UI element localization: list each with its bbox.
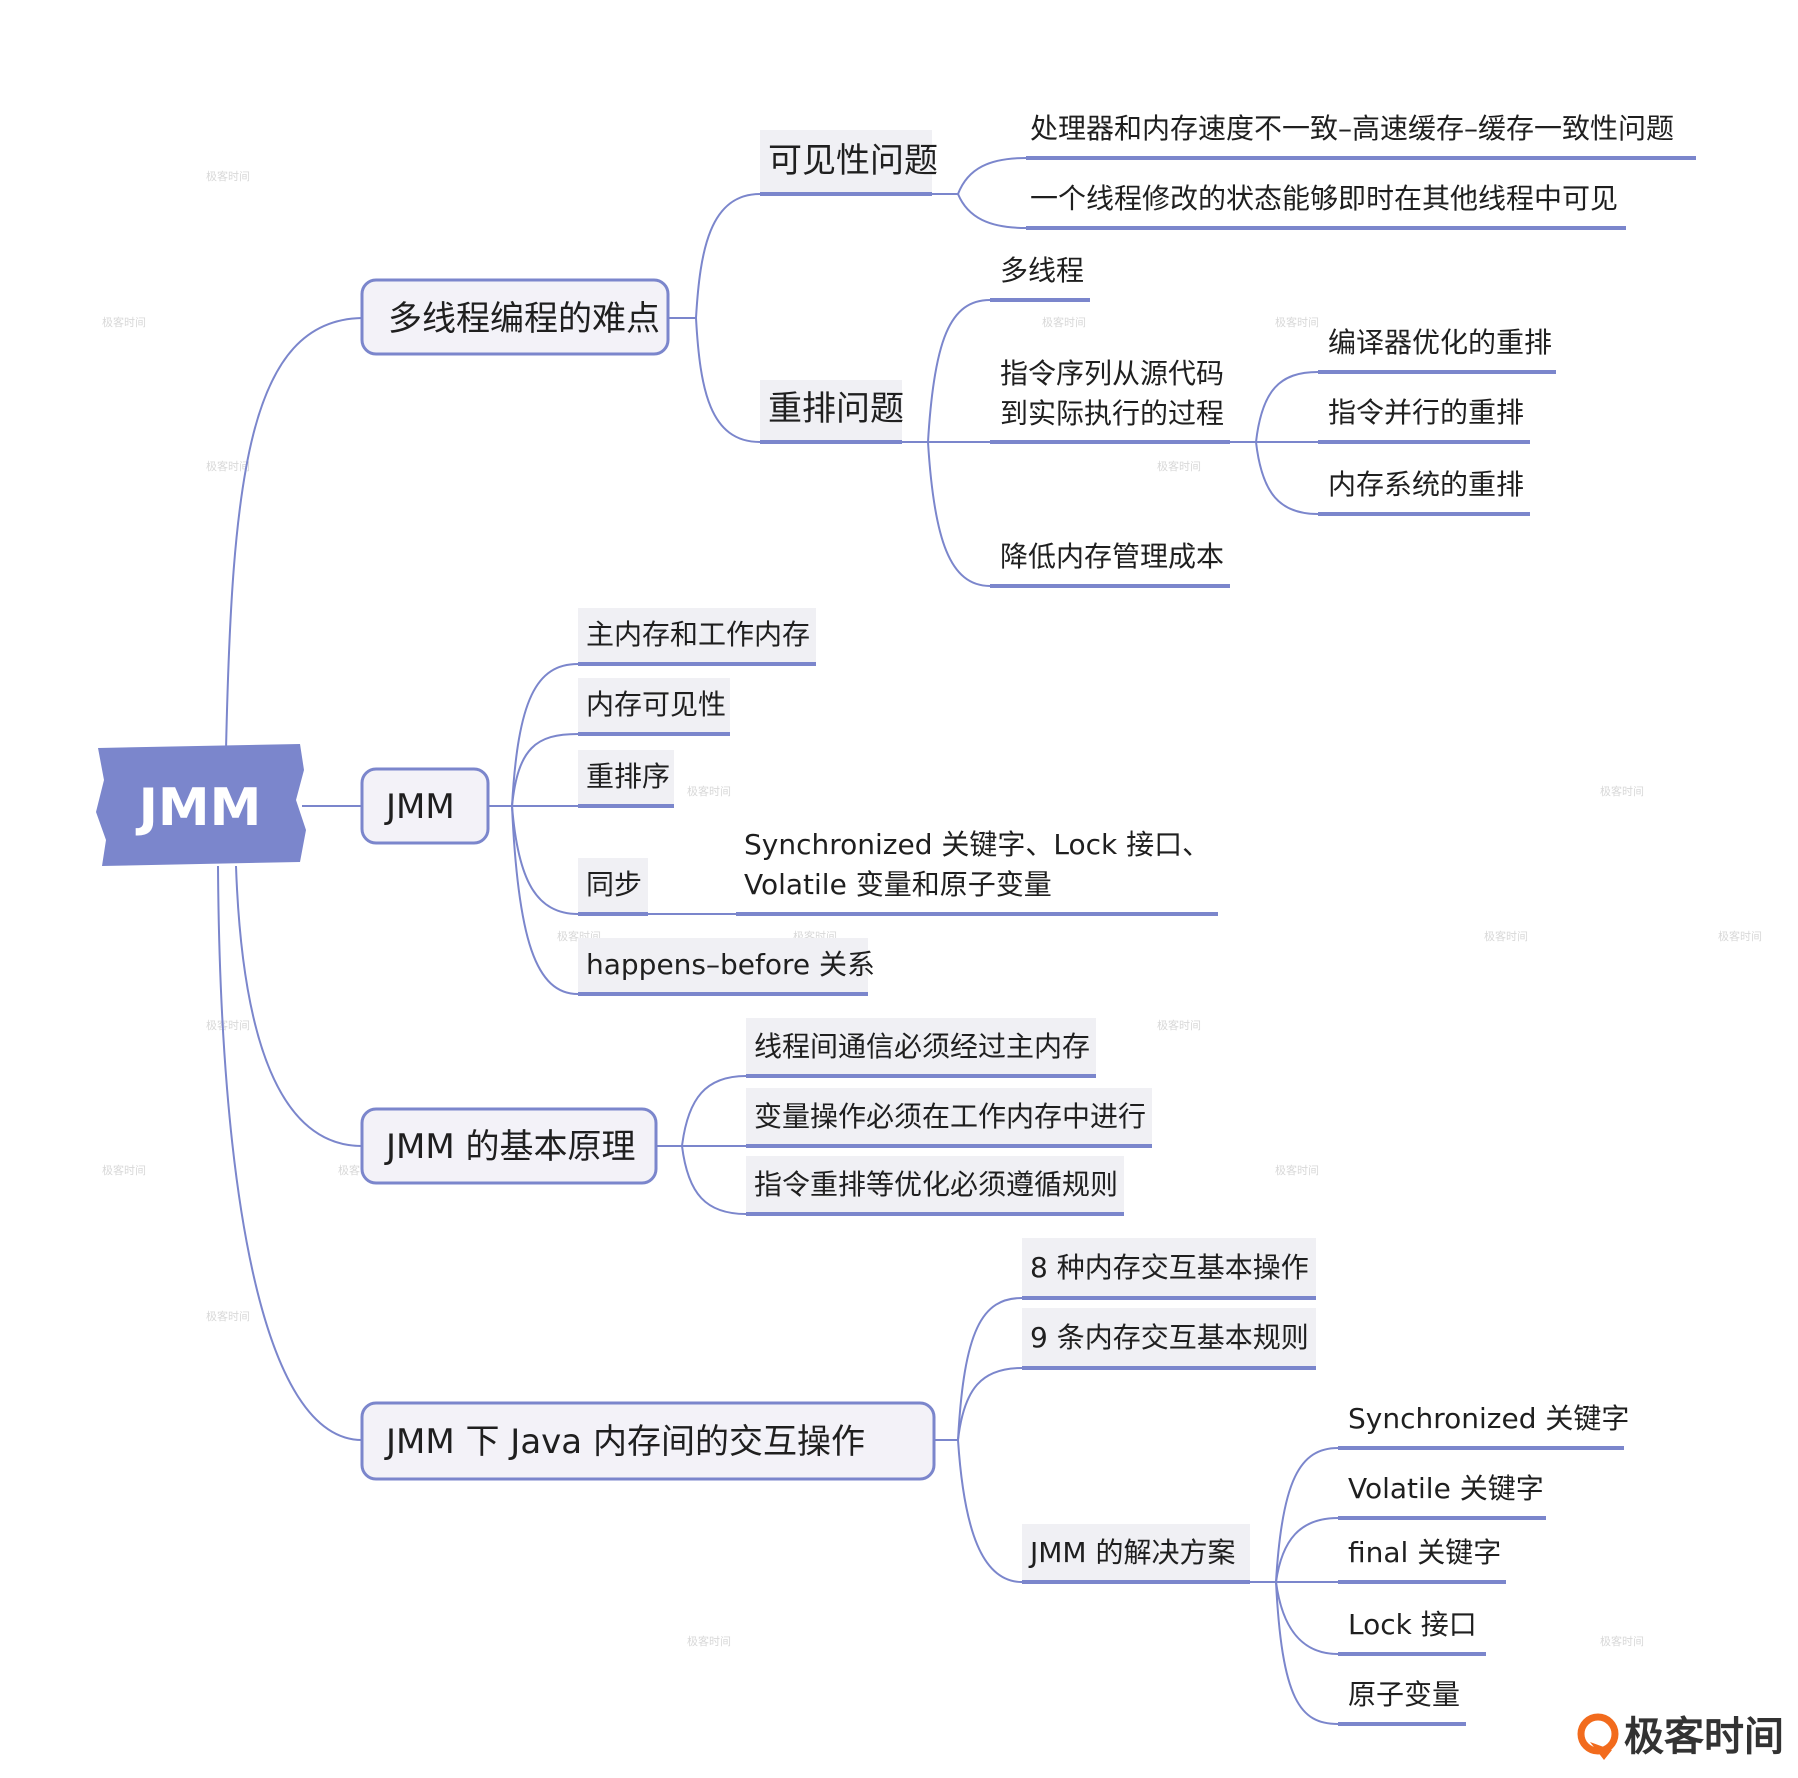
leaf-lock-interface: Lock 接口 bbox=[1338, 1608, 1486, 1656]
watermark-text: 极客时间 bbox=[1157, 459, 1201, 473]
leaf-memory-visibility: 内存可见性 bbox=[578, 678, 730, 736]
leaf-eight-operations: 8 种内存交互基本操作 bbox=[1022, 1238, 1316, 1300]
leaf-principle-reorder-rules-label: 指令重排等优化必须遵循规则 bbox=[754, 1168, 1118, 1201]
leaf-parallel-reorder-label: 指令并行的重排 bbox=[1328, 396, 1524, 429]
leaf-compiler-reorder: 编译器优化的重排 bbox=[1318, 326, 1556, 374]
node-reorder-issue-label: 重排问题 bbox=[768, 389, 904, 429]
branch-jmm-label: JMM bbox=[384, 787, 455, 827]
leaf-memory-visibility-label: 内存可见性 bbox=[586, 688, 726, 721]
brand-logo: 极客时间 bbox=[1577, 1713, 1784, 1760]
leaf-lower-memory-cost-label: 降低内存管理成本 bbox=[1000, 540, 1224, 573]
branch-java-memory-interaction-label: JMM 下 Java 内存间的交互操作 bbox=[384, 1422, 865, 1462]
branch-multithread-difficulty[interactable]: 多线程编程的难点 bbox=[360, 278, 670, 356]
watermark-text: 极客时间 bbox=[206, 1018, 250, 1032]
brand-logo-icon bbox=[1577, 1713, 1619, 1760]
leaf-reordering-label: 重排序 bbox=[586, 760, 670, 793]
watermark-text: 极客时间 bbox=[687, 784, 731, 798]
watermark-text: 极客时间 bbox=[102, 1163, 146, 1177]
node-instruction-sequence-line2: 到实际执行的过程 bbox=[1000, 397, 1224, 430]
watermark-text: 极客时间 bbox=[1275, 1163, 1319, 1177]
leaf-volatile-keyword-label: Volatile 关键字 bbox=[1348, 1472, 1544, 1505]
leaf-atomic-variable-label: 原子变量 bbox=[1348, 1678, 1460, 1711]
node-jmm-solution-label: JMM 的解决方案 bbox=[1028, 1536, 1235, 1569]
leaf-nine-rules: 9 条内存交互基本规则 bbox=[1022, 1308, 1316, 1370]
watermark-text: 极客时间 bbox=[206, 459, 250, 473]
leaf-parallel-reorder: 指令并行的重排 bbox=[1318, 396, 1530, 444]
leaf-memory-system-reorder: 内存系统的重排 bbox=[1318, 468, 1530, 516]
node-sync: 同步 bbox=[578, 858, 648, 916]
connectors bbox=[217, 157, 1339, 1725]
watermark-text: 极客时间 bbox=[206, 169, 250, 183]
branch-jmm-principles-label: JMM 的基本原理 bbox=[384, 1127, 636, 1167]
node-visibility-issue-label: 可见性问题 bbox=[768, 141, 938, 181]
node-sync-label: 同步 bbox=[586, 868, 642, 901]
node-visibility-issue[interactable]: 可见性问题 bbox=[760, 130, 938, 196]
leaf-lower-memory-cost: 降低内存管理成本 bbox=[990, 540, 1230, 588]
leaf-sync-mechanisms: Synchronized 关键字、Lock 接口、 Volatile 变量和原子… bbox=[736, 828, 1218, 916]
root-brush-shape bbox=[96, 744, 306, 866]
leaf-eight-operations-label: 8 种内存交互基本操作 bbox=[1030, 1251, 1309, 1284]
root-node[interactable]: JMM bbox=[96, 744, 306, 866]
branch-multithread-difficulty-label: 多线程编程的难点 bbox=[388, 299, 660, 339]
leaf-final-keyword-label: final 关键字 bbox=[1348, 1536, 1501, 1569]
leaf-volatile-keyword: Volatile 关键字 bbox=[1338, 1472, 1546, 1520]
watermark-text: 极客时间 bbox=[206, 1309, 250, 1323]
leaf-cache-coherence-label: 处理器和内存速度不一致–高速缓存–缓存一致性问题 bbox=[1030, 112, 1674, 145]
brand-logo-text: 极客时间 bbox=[1624, 1714, 1784, 1760]
watermarks: 极客时间 极客时间 极客时间 极客时间 极客时间 极客时间 极客时间 极客时间 … bbox=[102, 169, 1762, 1648]
root-label: JMM bbox=[136, 778, 262, 838]
node-instruction-sequence: 指令序列从源代码 到实际执行的过程 bbox=[990, 357, 1230, 444]
leaf-memory-system-reorder-label: 内存系统的重排 bbox=[1328, 468, 1524, 501]
watermark-text: 极客时间 bbox=[102, 315, 146, 329]
leaf-cache-coherence: 处理器和内存速度不一致–高速缓存–缓存一致性问题 bbox=[1026, 112, 1696, 160]
leaf-happens-before: happens–before 关系 bbox=[578, 938, 875, 996]
leaf-multithread: 多线程 bbox=[990, 254, 1090, 302]
watermark-text: 极客时间 bbox=[1600, 784, 1644, 798]
leaf-principle-working-memory: 变量操作必须在工作内存中进行 bbox=[746, 1088, 1152, 1148]
leaf-lock-interface-label: Lock 接口 bbox=[1348, 1608, 1477, 1641]
watermark-text: 极客时间 bbox=[1718, 929, 1762, 943]
leaf-final-keyword: final 关键字 bbox=[1338, 1536, 1506, 1584]
node-instruction-sequence-line1: 指令序列从源代码 bbox=[1000, 357, 1224, 390]
leaf-sync-mechanisms-line2: Volatile 变量和原子变量 bbox=[744, 868, 1052, 901]
branch-jmm[interactable]: JMM bbox=[360, 767, 490, 845]
leaf-main-working-memory-label: 主内存和工作内存 bbox=[586, 618, 810, 651]
leaf-happens-before-label: happens–before 关系 bbox=[586, 948, 875, 981]
leaf-principle-working-memory-label: 变量操作必须在工作内存中进行 bbox=[754, 1100, 1146, 1133]
watermark-text: 极客时间 bbox=[1042, 315, 1086, 329]
leaf-nine-rules-label: 9 条内存交互基本规则 bbox=[1030, 1321, 1309, 1354]
watermark-text: 极客时间 bbox=[1600, 1634, 1644, 1648]
node-reorder-issue[interactable]: 重排问题 bbox=[760, 380, 904, 444]
leaf-state-visibility-label: 一个线程修改的状态能够即时在其他线程中可见 bbox=[1030, 182, 1618, 215]
leaf-main-working-memory: 主内存和工作内存 bbox=[578, 608, 816, 666]
leaf-multithread-label: 多线程 bbox=[1000, 254, 1084, 287]
watermark-text: 极客时间 bbox=[1157, 1018, 1201, 1032]
leaf-state-visibility: 一个线程修改的状态能够即时在其他线程中可见 bbox=[1026, 182, 1626, 230]
node-jmm-solution: JMM 的解决方案 bbox=[1022, 1524, 1250, 1584]
leaf-synchronized-keyword-label: Synchronized 关键字 bbox=[1348, 1402, 1629, 1435]
leaf-principle-main-memory: 线程间通信必须经过主内存 bbox=[746, 1018, 1096, 1078]
watermark-text: 极客时间 bbox=[1275, 315, 1319, 329]
branch-java-memory-interaction[interactable]: JMM 下 Java 内存间的交互操作 bbox=[360, 1401, 936, 1481]
leaf-principle-main-memory-label: 线程间通信必须经过主内存 bbox=[754, 1030, 1090, 1063]
leaf-principle-reorder-rules: 指令重排等优化必须遵循规则 bbox=[746, 1156, 1124, 1216]
branch-jmm-principles[interactable]: JMM 的基本原理 bbox=[360, 1107, 658, 1185]
leaf-atomic-variable: 原子变量 bbox=[1338, 1678, 1466, 1726]
watermark-text: 极客时间 bbox=[687, 1634, 731, 1648]
leaf-synchronized-keyword: Synchronized 关键字 bbox=[1338, 1402, 1629, 1450]
leaf-reordering: 重排序 bbox=[578, 750, 674, 808]
watermark-text: 极客时间 bbox=[1484, 929, 1528, 943]
leaf-sync-mechanisms-line1: Synchronized 关键字、Lock 接口、 bbox=[744, 828, 1210, 861]
leaf-compiler-reorder-label: 编译器优化的重排 bbox=[1328, 326, 1552, 359]
